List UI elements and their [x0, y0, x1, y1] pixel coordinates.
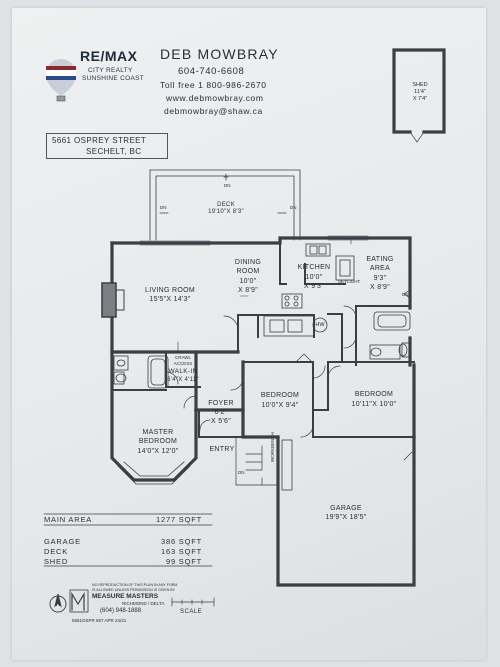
area-label: DECK [44, 547, 69, 556]
eating-label-1: EATING [366, 256, 394, 263]
master-label-2: BEDROOM [138, 438, 178, 445]
bedroom3-dims: 10'11"X 10'0" [351, 401, 397, 408]
agent-phone: 604-740-6608 [178, 66, 245, 77]
address-line1: 5661 OSPREY STREET [52, 136, 147, 145]
door-swings [165, 289, 413, 461]
agent-toll-free: Toll free 1 800-986-2670 [160, 80, 267, 90]
interior-walls [111, 237, 415, 486]
address-box [46, 133, 168, 159]
kitchen-counters [263, 243, 355, 337]
scale-label: SCALE [180, 609, 203, 615]
area-row: DECK 163 SQFT [44, 547, 214, 557]
brand-sub-coast: SUNSHINE COAST [82, 75, 144, 82]
agent-email: debmowbray@shaw.ca [164, 106, 263, 116]
garage-dims: 19'9"X 18'5" [325, 514, 367, 521]
eating-label-2: AREA [369, 265, 391, 272]
measure-masters-logo-icon [69, 589, 89, 613]
workbench [281, 439, 293, 491]
dining-label-1: DINING [234, 259, 262, 266]
eating-dn: DN [402, 292, 409, 297]
bedroom3-label: BEDROOM [354, 391, 394, 398]
agent-name: DEB MOWBRAY [160, 46, 279, 62]
deck-dn-right: DN [290, 205, 297, 210]
north-arrow-icon [49, 593, 67, 613]
fireplace [101, 282, 117, 318]
area-value: 99 SQFT [165, 557, 202, 566]
floor-plan-sheet [12, 8, 486, 660]
shed-label: SHED [412, 82, 428, 88]
hot-water-label: HW [315, 322, 325, 328]
area-table: MAIN AREA 1277 SQFT GARAGE 386 SQFT DECK… [44, 515, 214, 567]
deck-dn-left: DN [160, 205, 167, 210]
dining-dims1: 10'0" [239, 278, 257, 285]
bedroom2-dims: 10'0"X 9'4" [261, 402, 299, 409]
skylight-label: SKYLIGHT [338, 279, 361, 284]
disclaimer-line2: IS ALLOWED UNLESS PERMISSION IS GIVEN BY [92, 588, 176, 592]
deck-outline [149, 169, 301, 241]
walk-in-dims: 6'4"X 4'11" [167, 377, 199, 383]
eating-dims1: 9'3" [373, 275, 387, 282]
walk-in-label: WALK-IN [168, 368, 198, 375]
deck-label: DECK [217, 202, 235, 208]
crawl-label: CRAWL [174, 355, 192, 360]
area-row: GARAGE 386 SQFT [44, 537, 214, 547]
area-row-main: MAIN AREA 1277 SQFT [44, 515, 214, 525]
bay-window [117, 461, 191, 485]
garage-label: GARAGE [330, 505, 362, 512]
area-row: SHED 99 SQFT [44, 557, 214, 567]
shed-dims1: 11'4" [414, 89, 426, 95]
windows [139, 235, 411, 297]
kitchen-dims2: X 9'3" [303, 283, 325, 290]
dining-dims2: X 8'9" [237, 287, 259, 294]
kitchen-dims1: 10'0" [305, 274, 323, 281]
area-label: GARAGE [44, 537, 81, 546]
foyer-label: FOYER [208, 400, 234, 407]
living-room-label: LIVING ROOM [145, 287, 195, 294]
job-code: 5661OSPR 597 APR 24/21 [72, 618, 127, 623]
shed-outline [392, 48, 446, 134]
living-room-dims: 15'5"X 14'3" [149, 296, 191, 303]
deck-stair-dn: DN [224, 183, 231, 188]
dining-label-2: ROOM [236, 268, 260, 275]
disclaimer-line1: NO REPRODUCTION OF THIS PLAN IN ANY FORM [92, 583, 178, 587]
entry-label: ENTRY [209, 446, 235, 453]
workbench-label: WORKBENCH [270, 432, 275, 462]
company-location: RICHMOND / DELTA [122, 601, 165, 606]
area-value: 163 SQFT [161, 547, 202, 556]
company-phone: (604) 948-1888 [100, 608, 142, 614]
eating-dims2: X 8'9" [369, 284, 391, 291]
brand-sub-city: CITY REALTY [88, 67, 133, 74]
master-label-1: MASTER [142, 429, 174, 436]
north-label: N [56, 602, 61, 608]
brand-name: RE/MAX [80, 48, 138, 64]
area-value: 1277 SQFT [156, 515, 202, 524]
entry-steps [235, 436, 279, 486]
area-table-lines [43, 513, 213, 567]
company-name: MEASURE MASTERS [92, 593, 159, 600]
entry-dn: DN [238, 470, 245, 475]
area-label: MAIN AREA [44, 515, 93, 524]
address-line2: SECHELT, BC [86, 147, 142, 156]
deck-dims: 19'10"X 8'3" [208, 209, 244, 215]
kitchen-label: KITCHEN [297, 264, 331, 271]
foyer-dims2: X 5'6" [210, 418, 232, 425]
master-dims: 14'0"X 12'0" [137, 448, 179, 455]
area-value: 386 SQFT [161, 537, 202, 546]
bedroom2-label: BEDROOM [260, 392, 300, 399]
area-label: SHED [44, 557, 69, 566]
bathroom-fixtures [113, 311, 411, 389]
scale-bar [171, 597, 215, 607]
shed-dims2: X 7'4" [412, 96, 428, 102]
remax-balloon-icon [46, 59, 76, 102]
agent-website: www.debmowbray.com [166, 93, 264, 103]
access-label: ACCESS [173, 361, 193, 366]
foyer-dims1: 6'2" [214, 409, 228, 416]
shed-door-swing [409, 131, 425, 143]
